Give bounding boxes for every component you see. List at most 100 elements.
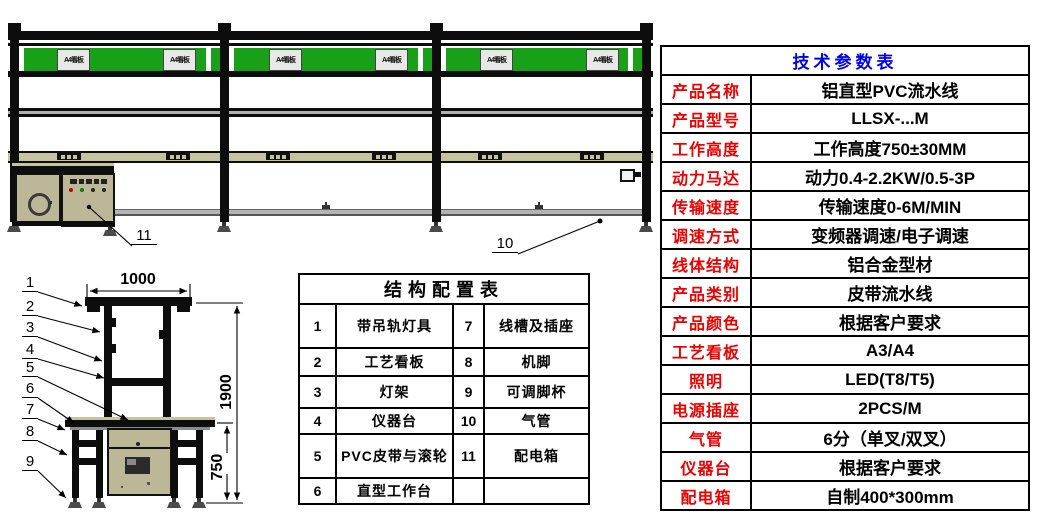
param-label-cell: 调速方式 (660, 219, 752, 250)
config-name-cell: 直型工作台 (335, 477, 454, 505)
socket-strip (57, 153, 81, 160)
center-cabinet (107, 428, 172, 496)
panel-markings (70, 179, 77, 184)
param-value-cell: 传输速度0-6M/MIN (750, 190, 1030, 221)
kanban-plate: A4看板 (480, 49, 513, 71)
adjustable-foot (92, 498, 106, 508)
socket-strip (166, 153, 190, 160)
hanger-rail (8, 43, 653, 46)
panel-markings (86, 179, 92, 184)
work-surface (8, 151, 653, 163)
box-top-rail (12, 166, 114, 171)
tech-table-title: 技术参数表 (660, 45, 1030, 76)
callout-1: 1 (22, 275, 38, 292)
param-label-cell: 工作高度 (660, 132, 752, 163)
param-label-cell: 动力马达 (660, 161, 752, 192)
motor-dot (49, 201, 52, 204)
config-no-cell: 3 (298, 375, 337, 409)
top-beam (8, 31, 653, 40)
param-value-cell: LED(T8/T5) (750, 364, 1030, 395)
adjustable-foot (68, 498, 82, 508)
pipe-clamp (538, 202, 540, 206)
param-value-cell: 皮带流水线 (750, 277, 1030, 308)
param-value-cell: 自制400*300mm (750, 480, 1030, 511)
post-nub (112, 344, 116, 353)
config-name-cell: 气管 (483, 407, 590, 435)
kanban-band-bottom-beam (8, 71, 653, 77)
adjustable-foot (167, 498, 181, 508)
post-nub (112, 318, 116, 327)
kanban-plate-label: A4看板 (276, 57, 296, 64)
pipe-clamp (322, 205, 330, 209)
config-no-cell: 5 (298, 433, 337, 479)
config-name-cell: 灯架 (335, 375, 454, 409)
indicator-light-green (80, 188, 84, 192)
frame-post (10, 30, 19, 222)
callout-10: 10 (492, 236, 518, 253)
callout-6: 6 (22, 381, 38, 398)
config-no-cell: 7 (452, 303, 485, 349)
param-label-cell: 电源插座 (660, 393, 752, 424)
indicator-light (102, 188, 106, 192)
param-label-cell: 工艺看板 (660, 335, 752, 366)
param-value-cell: 变频器调速/电子调速 (750, 219, 1030, 250)
param-label-cell: 气管 (660, 422, 752, 453)
kanban-plate: A4看板 (375, 49, 408, 71)
socket-strip (372, 153, 396, 160)
kanban-band-bay: A4看板 A4看板 (441, 48, 642, 71)
callout-5: 5 (22, 360, 38, 377)
param-value-cell: 铝合金型材 (750, 248, 1030, 279)
config-no-cell: 6 (298, 477, 337, 505)
param-label-cell: 线体结构 (660, 248, 752, 279)
kanban-plate-label: A4看板 (64, 57, 84, 64)
dim-width-1000: 1000 (120, 271, 156, 288)
kanban-plate-label: A4看板 (593, 57, 613, 64)
panel-markings (101, 179, 107, 184)
socket-strip (478, 153, 502, 160)
pipe-clamp (325, 202, 327, 206)
post-cap (430, 23, 443, 32)
param-label-cell: 产品名称 (660, 74, 752, 105)
config-name-cell: 仪器台 (335, 407, 454, 435)
box-base (12, 221, 114, 226)
kanban-plate-label: A4看板 (487, 57, 507, 64)
adjustable-foot (217, 222, 231, 232)
belt-surface (65, 417, 215, 420)
config-name-cell: 机脚 (483, 347, 590, 377)
air-pipe (115, 209, 648, 216)
light-frame-rail (8, 108, 653, 117)
param-label-cell: 产品型号 (660, 103, 752, 134)
cabinet-screen (125, 457, 150, 474)
config-name-cell (483, 477, 590, 505)
callout-4: 4 (22, 342, 38, 359)
config-name-cell: 配电箱 (483, 433, 590, 479)
socket-strip (266, 153, 290, 160)
control-panel (61, 173, 115, 227)
dim-height-750: 750 (209, 453, 226, 481)
frame-post (220, 30, 229, 222)
param-label-cell: 传输速度 (660, 190, 752, 221)
rail-hanger (177, 306, 190, 312)
indicator-light (91, 188, 95, 192)
param-label-cell: 照明 (660, 364, 752, 395)
config-name-cell: 带吊轨灯具 (335, 303, 454, 349)
adjustable-foot (639, 222, 653, 232)
canopy-rail (85, 297, 192, 306)
kanban-plate-label: A4看板 (382, 57, 402, 64)
indicator-light-red (69, 188, 73, 192)
post-nub (159, 330, 163, 339)
kanban-plate: A4看板 (269, 49, 302, 71)
kanban-band-bay: A4看板 A4看板 (19, 48, 220, 71)
upright-post (163, 306, 171, 423)
post-cap (218, 23, 231, 32)
callout-8: 8 (22, 424, 38, 441)
table-top (65, 420, 215, 427)
side-rail (72, 458, 103, 465)
kanban-plate: A4看板 (163, 49, 196, 71)
side-rail (171, 440, 203, 447)
param-label-cell: 产品类别 (660, 277, 752, 308)
panel-markings (79, 179, 84, 184)
kanban-plate: A4看板 (57, 49, 90, 71)
panel-markings (94, 179, 99, 184)
